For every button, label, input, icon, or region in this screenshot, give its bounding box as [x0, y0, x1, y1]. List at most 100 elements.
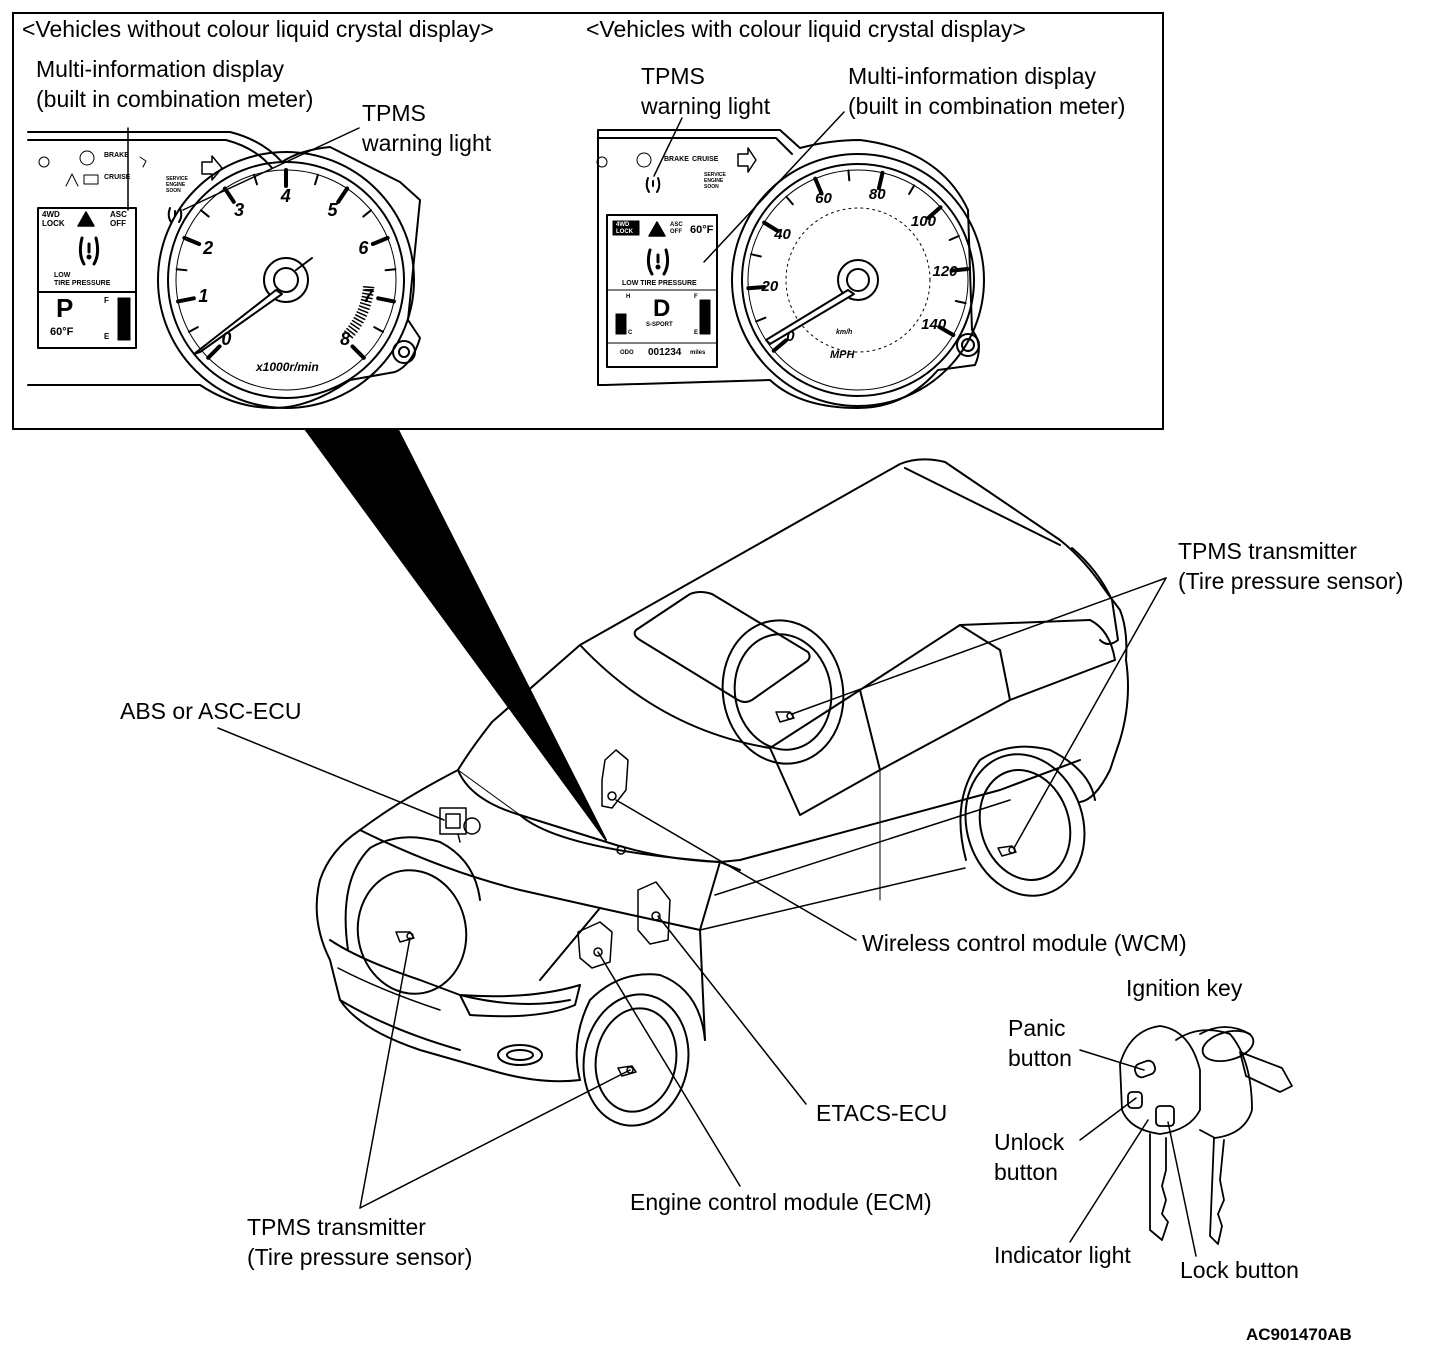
tach-unit: x1000r/min: [256, 360, 319, 374]
tachometer-number: 5: [327, 200, 338, 221]
redzone-hatch: [360, 298, 372, 303]
redzone-hatch: [361, 295, 373, 300]
tachometer-number: 8: [340, 329, 351, 350]
right-lcd-odo: ODO: [620, 350, 634, 356]
ignition-key-label: Ignition key: [1126, 975, 1243, 1001]
tachometer-number: 3: [234, 200, 245, 221]
redzone-hatch: [353, 317, 364, 324]
tachometer-needle: [193, 289, 283, 355]
speedometer-number: 40: [774, 225, 791, 243]
right-lcd-odo-value: 001234: [648, 347, 682, 358]
right-lcd-low-tire: LOW TIRE PRESSURE: [622, 280, 697, 287]
speedometer-tick: [926, 205, 943, 220]
speedometer-outer-ring: [731, 153, 985, 407]
right-lcd-odo-unit: miles: [690, 350, 706, 356]
speedometer-tick: [813, 176, 824, 196]
right-lcd-h: H: [626, 294, 631, 300]
redzone-hatch: [358, 305, 370, 310]
leader-mid-right: [703, 111, 845, 263]
speedometer-number: 100: [910, 213, 936, 231]
left-brake-text: BRAKE: [104, 152, 129, 159]
speedometer-number: 80: [868, 185, 886, 203]
left-cruise-text: CRUISE: [104, 174, 131, 181]
panic-button-label-line1: Panic: [1008, 1015, 1066, 1041]
speedometer-ticks: [746, 169, 970, 353]
wcm-part: [601, 749, 629, 855]
leader-lines: [217, 577, 1197, 1257]
rear-wheel: [964, 753, 1086, 897]
vehicle-outline: [315, 458, 1129, 1127]
speedometer-number: 120: [932, 262, 958, 280]
mph-unit: MPH: [830, 349, 855, 361]
tachometer-tick: [370, 235, 390, 247]
tachometer-tick: [175, 268, 188, 272]
redzone-hatch: [362, 286, 375, 289]
inset-right-heading: <Vehicles with colour liquid crystal dis…: [586, 16, 1026, 42]
left-mid-label-line1: Multi-information display: [36, 56, 284, 82]
leader-tpms-left: [182, 127, 360, 211]
tachometer-outer-ring: [157, 151, 415, 409]
ecm-label: Engine control module (ECM): [630, 1189, 932, 1215]
inset-frame: [12, 12, 1164, 430]
speedometer-tick: [746, 285, 767, 291]
tachometer-hub: [263, 257, 309, 303]
sunroof: [633, 591, 811, 703]
tachometer-tick: [199, 209, 210, 218]
speedometer-number: 20: [761, 278, 779, 296]
speedometer-tick: [755, 316, 767, 323]
right-mid-label-line2: (built in combination meter): [848, 93, 1126, 119]
left-tpms-label-line1: TPMS: [362, 100, 426, 126]
left-tpms-label-line2: warning light: [362, 130, 492, 156]
right-lcd-sport: S-SPORT: [646, 322, 673, 328]
left-instrument-cluster: [27, 127, 421, 409]
spare-wheel: [721, 619, 845, 765]
redzone-hatch: [354, 314, 366, 321]
left-lcd-asc: ASC OFF: [110, 210, 127, 228]
left-lcd-screen: [37, 207, 137, 349]
redzone-hatch: [348, 325, 358, 333]
speedometer-number: 0: [786, 328, 795, 346]
front-left-wheel: [356, 869, 468, 995]
speedometer-tick: [937, 325, 956, 337]
ecm-part: [577, 921, 613, 969]
fog-light: [497, 1044, 543, 1066]
right-mid-label-line1: Multi-information display: [848, 63, 1096, 89]
inset-left-heading: <Vehicles without colour liquid crystal …: [22, 16, 494, 42]
wcm-label: Wireless control module (WCM): [862, 930, 1187, 956]
ignition-key-drawing: [1119, 1025, 1293, 1245]
right-brake-text: BRAKE: [664, 156, 689, 163]
speedometer-needle: [765, 289, 855, 345]
tachometer-number: 0: [221, 329, 232, 350]
left-lcd-gear: P: [56, 293, 74, 323]
headlight: [459, 984, 581, 1018]
speedometer-tick: [948, 235, 960, 242]
tachometer-tick: [187, 326, 199, 333]
right-lcd-temp: 60°F: [690, 224, 714, 236]
right-lcd-asc: ASC OFF: [670, 222, 683, 235]
tpms-transmitter-left-line1: TPMS transmitter: [247, 1214, 426, 1240]
tpms-sensor-parts: [395, 711, 1017, 1077]
redzone-hatch: [359, 302, 371, 307]
tachometer-tick: [176, 296, 196, 304]
abs-ecu-part: [439, 807, 481, 843]
speedometer-hub: [837, 259, 879, 301]
tachometer-tick: [350, 344, 366, 360]
right-lcd-e: E: [694, 330, 699, 336]
tachometer-tick: [222, 186, 236, 204]
redzone-hatch: [362, 292, 374, 296]
lock-button-label: Lock button: [1180, 1257, 1299, 1283]
redzone-hatch: [357, 308, 369, 314]
tachometer-number: 1: [198, 286, 209, 307]
right-service-engine-soon: SERVICE ENGINE SOON: [704, 172, 726, 190]
right-tpms-label-line2: warning light: [641, 93, 771, 119]
left-lcd-fuel-f: F: [104, 296, 109, 305]
tachometer-tick: [336, 186, 350, 204]
right-lcd-f: F: [694, 294, 698, 300]
kmh-unit: km/h: [836, 329, 853, 336]
indicator-light-label: Indicator light: [994, 1242, 1131, 1268]
left-lcd-temp: 60°F: [50, 326, 74, 338]
tachometer-redzone: [344, 286, 375, 339]
speedometer-tick: [771, 338, 788, 353]
speedometer-tick: [908, 184, 916, 196]
redzone-hatch: [356, 311, 368, 317]
